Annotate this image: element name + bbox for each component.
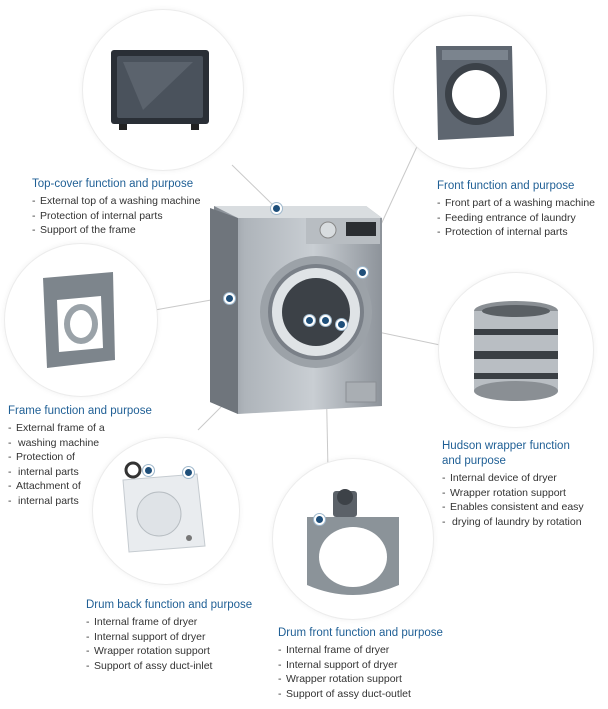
list-item: Enables consistent and easy [442, 500, 584, 515]
list-item: Support of the frame [32, 223, 201, 238]
list-item: Support of assy duct-inlet [86, 659, 252, 674]
list-item: Protection of [8, 450, 152, 465]
drum-back-block: Drum back function and purpose Internal … [86, 598, 252, 673]
drum-back-title: Drum back function and purpose [86, 599, 253, 611]
drum-front-inset-marker[interactable] [314, 514, 325, 525]
list-item: Wrapper rotation support [442, 486, 584, 501]
frame-marker[interactable] [224, 293, 235, 304]
frame-image [43, 272, 115, 368]
drum-back-marker[interactable] [304, 315, 315, 326]
hudson-wrapper-block: Hudson wrapper function and purpose Inte… [442, 439, 584, 529]
list-item: Internal support of dryer [278, 658, 443, 673]
front-block: Front function and purpose Front part of… [437, 179, 595, 240]
list-item-continued: internal parts [8, 465, 152, 480]
top-cover-title: Top-cover function and purpose [32, 178, 194, 190]
list-item: Internal device of dryer [442, 471, 584, 486]
hudson-wrapper-title-line2: and purpose [442, 455, 506, 467]
hudson-wrapper-circle [438, 272, 594, 428]
hudson-wrapper-title: Hudson wrapper function and purpose [442, 439, 584, 469]
frame-circle [4, 243, 158, 397]
list-item: External frame of a [8, 421, 152, 436]
list-item-continued: drying of laundry by rotation [442, 515, 584, 530]
drum-front-title: Drum front function and purpose [278, 627, 443, 639]
list-item: Wrapper rotation support [86, 644, 252, 659]
list-item: Attachment of [8, 479, 152, 494]
front-circle [393, 15, 547, 169]
drum-front-image [307, 489, 399, 595]
top-cover-marker[interactable] [271, 203, 282, 214]
list-item-continued: internal parts [8, 494, 152, 509]
list-item-continued: washing machine [8, 436, 152, 451]
hudson-wrapper-marker[interactable] [336, 319, 347, 330]
list-item: Internal frame of dryer [86, 615, 252, 630]
top-cover-block: Top-cover function and purpose External … [32, 177, 201, 238]
drum-front-block: Drum front function and purpose Internal… [278, 626, 443, 701]
front-title: Front function and purpose [437, 180, 575, 192]
hudson-wrapper-title-line1: Hudson wrapper function [442, 440, 570, 452]
drum-back-inset-marker-2[interactable] [183, 467, 194, 478]
list-item: Protection of internal parts [437, 225, 595, 240]
drum-front-marker[interactable] [320, 315, 331, 326]
list-item: Wrapper rotation support [278, 672, 443, 687]
list-item: Support of assy duct-outlet [278, 687, 443, 702]
drum-front-circle [272, 458, 434, 620]
list-item: Internal support of dryer [86, 630, 252, 645]
list-item: External top of a washing machine [32, 194, 201, 209]
top-cover-circle [82, 9, 244, 171]
list-item: Internal frame of dryer [278, 643, 443, 658]
top-cover-image [111, 50, 209, 130]
list-item: Front part of a washing machine [437, 196, 595, 211]
front-panel-image [436, 46, 514, 140]
list-item: Protection of internal parts [32, 209, 201, 224]
washing-machine-image [210, 206, 382, 414]
frame-title: Frame function and purpose [8, 405, 152, 417]
list-item: Feeding entrance of laundry [437, 211, 595, 226]
frame-block: Frame function and purpose External fram… [8, 404, 152, 508]
hudson-wrapper-image [474, 301, 558, 401]
front-marker[interactable] [357, 267, 368, 278]
